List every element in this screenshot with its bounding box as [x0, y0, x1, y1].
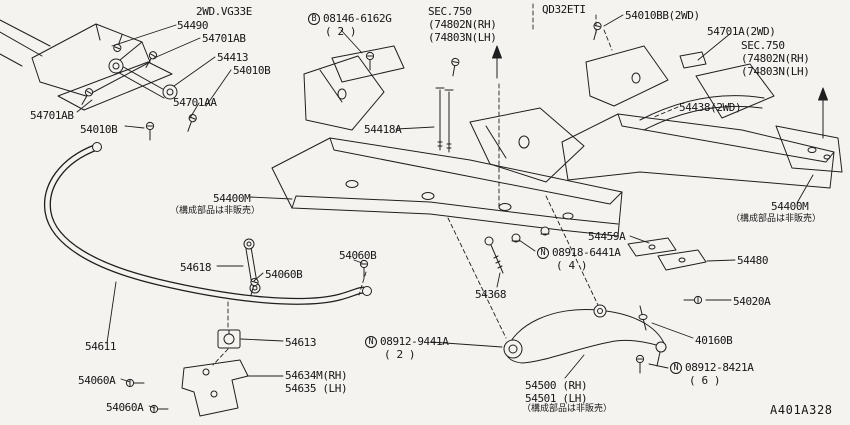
up-arrow-icon [818, 87, 828, 139]
part-label-54400m: 54400M [213, 192, 251, 205]
part-number: 08912-8421A [685, 361, 754, 374]
part-label-54500: 54500 (RH) 54501 (LH) [525, 379, 588, 405]
part-label-54413: 54413 [217, 51, 249, 64]
part-label-54613: 54613 [285, 336, 317, 349]
small-brackets-drawing [627, 237, 707, 271]
part-label-54400m: 54400M [771, 200, 809, 213]
control-arm-drawing [503, 304, 667, 367]
bar-clamp-bracket-drawing [181, 359, 249, 417]
part-label-54701aa: 54701AA [173, 96, 217, 109]
part-label-54418a: 54418A [364, 123, 402, 136]
part-qty-08146-6162g: ( 2 ) [325, 25, 357, 38]
stabilizer-bracket-drawing [31, 23, 178, 111]
dashed-reference-lines [212, 3, 679, 366]
bolt-54368-drawing [484, 236, 504, 274]
part-number: 08912-9441A [380, 335, 449, 348]
note-not-sold: （構成部品は非販売） [522, 404, 613, 414]
part-label-54060b: 54060B [265, 268, 303, 281]
part-label-54701ab: 54701AB [202, 32, 246, 45]
part-number: 08918-6441A [552, 246, 621, 259]
part-label-54611: 54611 [85, 340, 117, 353]
section-ref-750-right: SEC.750 (74802N(RH) (74803N(LH) [741, 39, 810, 78]
circled-n-icon: N [365, 336, 377, 348]
part-qty-08918-6441a: ( 4 ) [556, 259, 588, 272]
part-label-54701ab: 54701AB [30, 109, 74, 122]
part-label-54701a: 54701A(2WD) [707, 25, 776, 38]
note-not-sold: （構成部品は非販売） [731, 214, 822, 224]
front-crossmember-drawing [271, 45, 623, 243]
drawing-code: A401A328 [770, 403, 833, 417]
right-crossmember-drawing [561, 45, 843, 189]
part-label-54010bb: 54010BB(2WD) [625, 9, 700, 22]
part-label-54010b: 54010B [80, 123, 118, 136]
part-label-54459a: 54459A [588, 230, 626, 243]
part-label-54060a: 54060A [106, 401, 144, 414]
leader-lines [76, 14, 814, 409]
stabilizer-bushing-drawing [217, 329, 241, 349]
variant-label-2wd-vg33e: 2WD.VG33E [196, 5, 253, 18]
part-label-54368: 54368 [475, 288, 507, 301]
part-label-54060a: 54060A [78, 374, 116, 387]
part-label-54480: 54480 [737, 254, 769, 267]
part-label-54634m: 54634M(RH) 54635 (LH) [285, 369, 348, 395]
part-label-54490: 54490 [177, 19, 209, 32]
stabilizer-bar-drawing [43, 142, 372, 305]
part-qty-08912-9441a: ( 2 ) [384, 348, 416, 361]
part-label-54060b: 54060B [339, 249, 377, 262]
part-label-40160b: 40160B [695, 334, 733, 347]
up-arrow-icon [492, 45, 502, 79]
circled-b-icon: B [308, 13, 320, 25]
part-number: 08146-6162G [323, 12, 392, 25]
part-label-54010b: 54010B [233, 64, 271, 77]
part-label-54618: 54618 [180, 261, 212, 274]
frame-rail-stub-drawing [0, 19, 51, 67]
part-label-54438: 54438(2WD) [679, 101, 742, 114]
engine-variant-label: QD32ETI [542, 3, 586, 16]
note-not-sold: （構成部品は非販売） [170, 206, 261, 216]
part-label-54020a: 54020A [733, 295, 771, 308]
part-qty-08912-8421a: ( 6 ) [689, 374, 721, 387]
circled-n-icon: N [670, 362, 682, 374]
circled-n-icon: N [537, 247, 549, 259]
section-ref-750-left: SEC.750 (74802N(RH) (74803N(LH) [428, 5, 497, 44]
